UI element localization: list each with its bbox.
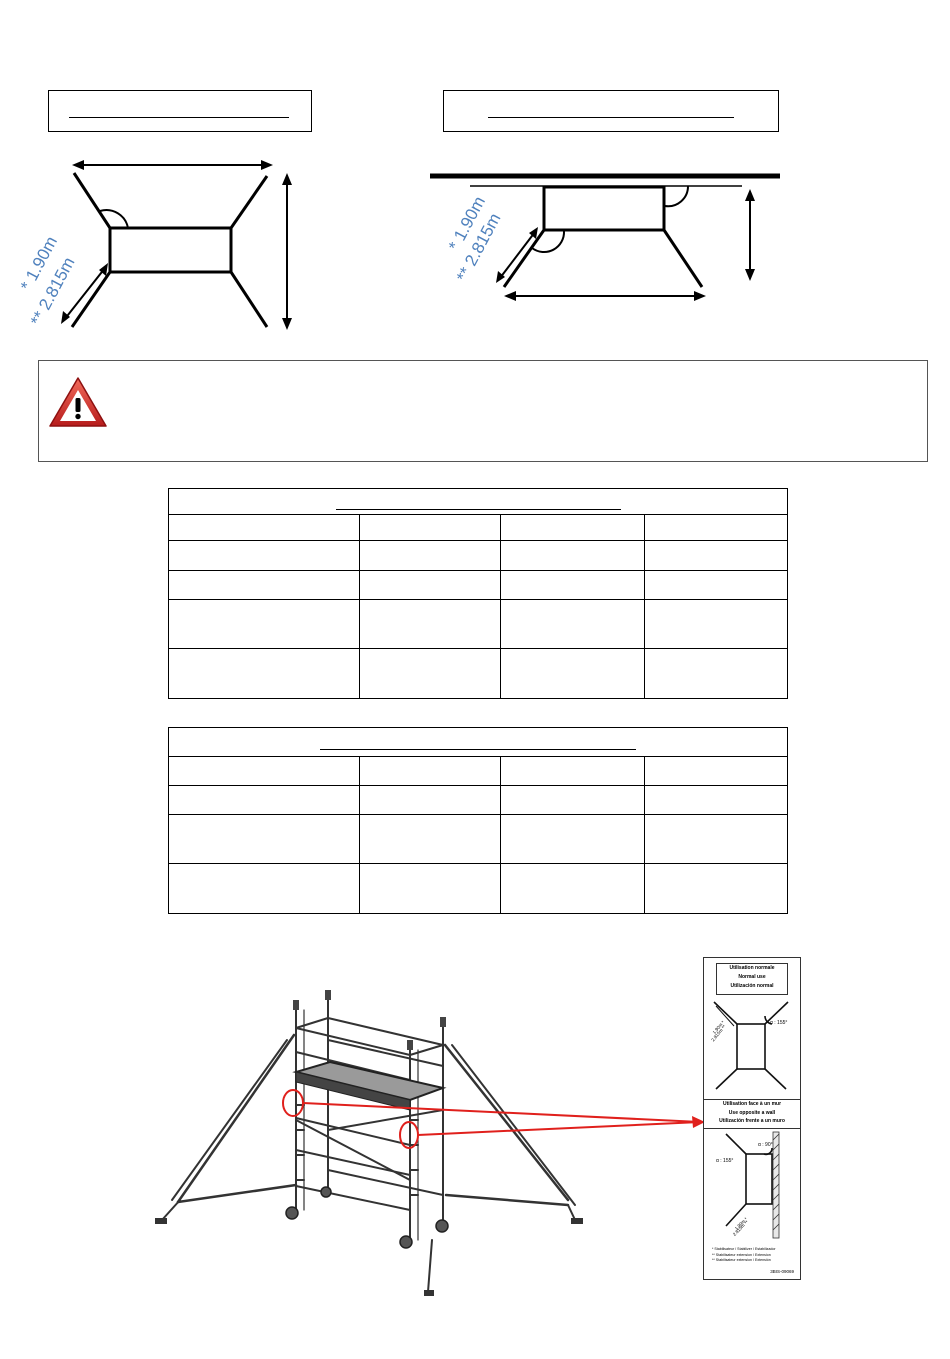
stabilizer <box>176 1033 296 1204</box>
stabilizer <box>176 1183 298 1204</box>
header-underline <box>336 509 621 510</box>
label-wall-diagram: α : 90° α : 155° 1.90m * 2.815m ** <box>716 1131 780 1239</box>
stabilizer-leg <box>229 271 269 328</box>
stabilizer-leg <box>662 229 704 288</box>
normal-use-title-box <box>48 90 312 132</box>
platform-outline <box>542 185 666 232</box>
header-underline <box>320 749 636 750</box>
warning-triangle-icon <box>49 377 107 427</box>
stabilizer-leg <box>502 229 546 288</box>
wall-use-title-box <box>443 90 779 132</box>
svg-text:α : 155°: α : 155° <box>770 1020 787 1026</box>
stabilizer <box>443 1043 570 1202</box>
stabilizer-feet <box>155 1218 583 1296</box>
normal-use-label: Utilisation normale Normal use Utilizaci… <box>716 963 788 995</box>
angle-arc <box>664 185 690 208</box>
callout-circle <box>282 1089 304 1117</box>
platform-edge <box>295 1071 411 1111</box>
table-normal-use <box>168 488 788 699</box>
wall-use-diagram: * 1.90m ** 2.815m <box>430 173 780 301</box>
angle-arc <box>531 230 566 253</box>
table-header-row <box>168 488 788 515</box>
stabilizer-leg <box>229 175 269 229</box>
table-row <box>168 540 788 571</box>
title-underline <box>69 117 289 118</box>
table-row <box>168 785 788 815</box>
stabilizer <box>444 1193 570 1207</box>
svg-text:α : 155°: α : 155° <box>716 1158 733 1164</box>
table-row <box>168 514 788 541</box>
label-code: 3BIS-09069 <box>770 1269 794 1274</box>
platform-outline <box>108 226 233 274</box>
table-row <box>168 599 788 649</box>
leg-dimension-arrow <box>63 267 106 321</box>
table-wall-use <box>168 727 788 914</box>
svg-text:α : 90°: α : 90° <box>758 1142 773 1148</box>
callout-arrow <box>417 1121 701 1136</box>
wall-use-label: Utilisation face à un mur Use opposite a… <box>704 1099 800 1129</box>
callout-arrow <box>302 1102 701 1123</box>
leg <box>427 1239 433 1293</box>
label-legend: * Stabilisateur / Stabilizer / Estabiliz… <box>712 1247 776 1263</box>
scaffold-illustration <box>155 990 705 1296</box>
table-header-row <box>168 727 788 757</box>
angle-arc <box>99 209 129 229</box>
table-row <box>168 814 788 864</box>
stabilizer-label-card: Utilisation normale Normal use Utilizaci… <box>703 957 801 1280</box>
castor-wheels <box>285 1186 449 1249</box>
leg-dimension-arrow <box>499 231 536 279</box>
table-row <box>168 570 788 600</box>
table-row <box>168 863 788 914</box>
table-row <box>168 756 788 786</box>
table-row <box>168 648 788 699</box>
title-underline <box>488 117 734 118</box>
normal-use-diagram: * 1.90m ** 2.815m <box>17 160 292 330</box>
warning-box <box>38 360 928 462</box>
stabilizer-leg <box>72 172 112 229</box>
stabilizer-leg <box>70 271 112 328</box>
label-normal-diagram: 1.90m * 2.815m ** α : 155° <box>710 1001 789 1090</box>
